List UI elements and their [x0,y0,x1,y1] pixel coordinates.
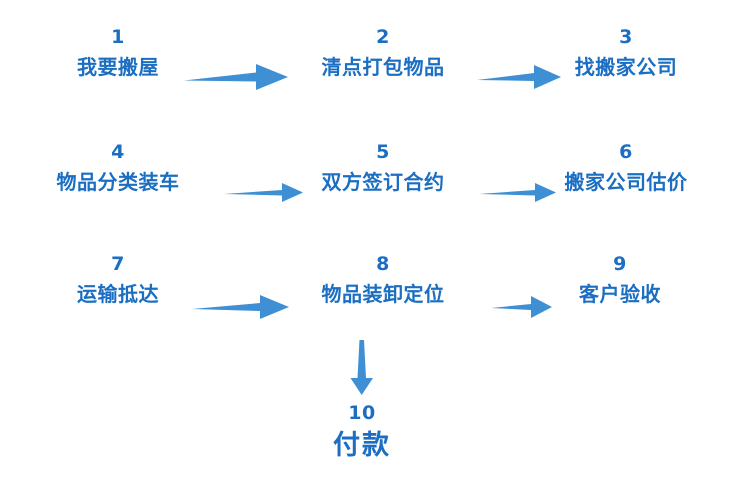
step-node-5[interactable]: 5 双方签订合约 [322,143,445,194]
arrow-7-to-8-icon [192,292,290,322]
step-label-1: 我要搬屋 [77,55,159,79]
step-number-2: 2 [376,26,390,48]
step-number-4: 4 [111,141,125,163]
step-label-7: 运输抵达 [77,282,159,306]
arrow-8-to-9-icon [491,294,553,320]
arrow-1-to-2-icon [184,60,289,94]
arrow-4-to-5-icon [224,181,304,205]
step-label-4: 物品分类装车 [56,170,180,194]
step-label-8: 物品装卸定位 [321,282,445,306]
step-node-9[interactable]: 9 客户验收 [579,255,661,306]
step-number-5: 5 [376,141,390,163]
step-number-3: 3 [619,26,633,48]
step-label-9: 客户验收 [579,282,661,306]
step-node-6[interactable]: 6 搬家公司估价 [565,143,688,194]
step-label-5: 双方签订合约 [321,170,445,194]
step-label-2: 清点打包物品 [321,55,445,79]
step-number-9: 9 [613,253,627,275]
arrow-8-to-10-icon [347,340,377,396]
step-number-1: 1 [111,26,125,48]
step-label-10: 付款 [333,430,391,461]
step-node-8[interactable]: 8 物品装卸定位 [322,255,445,306]
step-number-10: 10 [348,402,376,424]
step-label-3: 找搬家公司 [574,55,678,79]
step-number-8: 8 [376,253,390,275]
step-number-7: 7 [111,253,125,275]
step-node-10[interactable]: 10 付款 [333,402,391,462]
arrow-2-to-3-icon [477,62,562,94]
step-number-6: 6 [619,141,633,163]
step-node-2[interactable]: 2 清点打包物品 [322,28,445,79]
step-node-4[interactable]: 4 物品分类装车 [57,143,180,194]
step-node-3[interactable]: 3 找搬家公司 [575,28,678,79]
step-label-6: 搬家公司估价 [564,170,688,194]
step-node-1[interactable]: 1 我要搬屋 [77,28,159,79]
arrow-5-to-6-icon [479,181,557,205]
step-node-7[interactable]: 7 运输抵达 [77,255,159,306]
